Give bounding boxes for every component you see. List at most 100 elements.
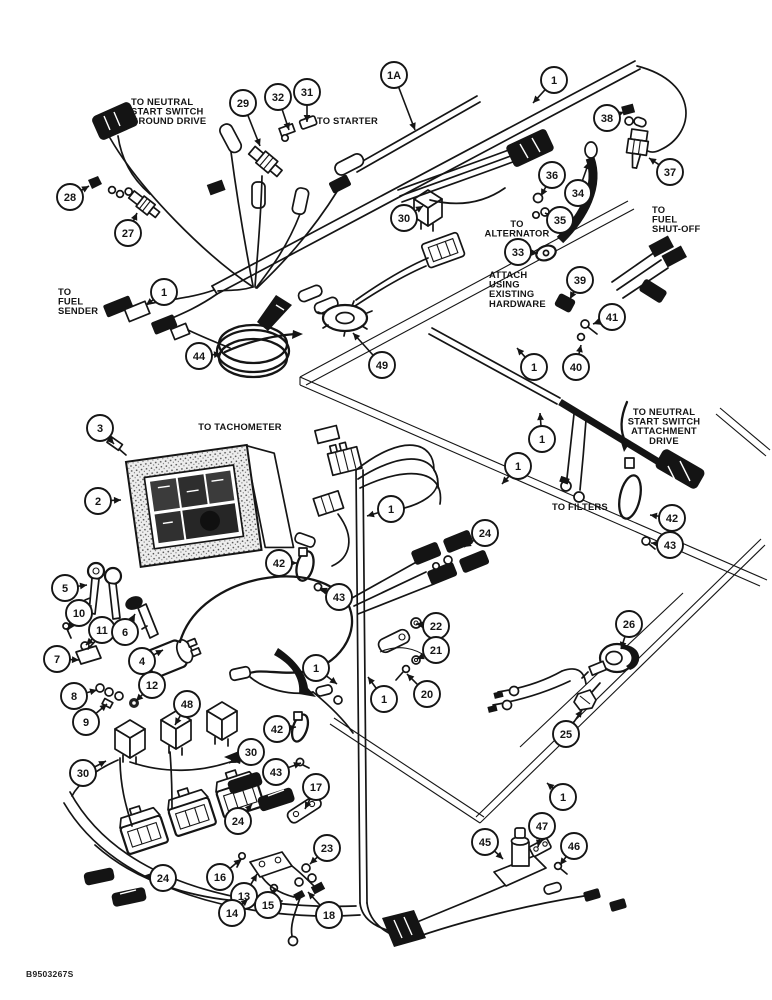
callout-38: 38 xyxy=(593,104,625,132)
callout-number: 2 xyxy=(95,496,101,508)
callout-24: 24 xyxy=(142,864,177,892)
callout-number: 28 xyxy=(64,192,76,204)
callout-number: 37 xyxy=(664,167,676,179)
callout-43: 43 xyxy=(650,531,684,559)
ground-drive-connector-group xyxy=(88,102,254,288)
callout-number: 42 xyxy=(666,513,678,525)
callout-number: 1 xyxy=(161,287,167,299)
fuel-sender-group xyxy=(103,295,231,349)
callout-number: 15 xyxy=(262,900,274,912)
callout-1: 1 xyxy=(528,412,556,453)
callout-number: 12 xyxy=(146,680,158,692)
callout-1: 1 xyxy=(501,452,532,485)
callout-20: 20 xyxy=(406,673,441,708)
callout-number: 49 xyxy=(376,360,388,372)
callout-number: 1 xyxy=(560,792,566,804)
callout-1: 1 xyxy=(302,654,338,685)
callout-43: 43 xyxy=(262,758,302,786)
callout-number: 1 xyxy=(531,362,537,374)
callout-47: 47 xyxy=(528,812,556,848)
callout-34: 34 xyxy=(564,161,592,207)
wire-coil-44 xyxy=(215,295,292,379)
callout-48: 48 xyxy=(173,690,201,726)
callout-number: 42 xyxy=(273,558,285,570)
callout-number: 5 xyxy=(62,583,68,595)
callout-number: 24 xyxy=(479,528,492,540)
callout-number: 48 xyxy=(181,699,193,711)
callout-number: 42 xyxy=(271,724,283,736)
callout-30: 30 xyxy=(69,759,107,787)
callout-3: 3 xyxy=(86,414,115,445)
callout-number: 11 xyxy=(96,625,108,637)
figure-code: B9503267S xyxy=(26,969,74,979)
callout-21: 21 xyxy=(416,636,450,664)
label-starter: TO STARTER xyxy=(317,115,378,126)
callout-number: 43 xyxy=(270,767,282,779)
alternator-group xyxy=(397,129,667,303)
callout-1: 1 xyxy=(532,66,568,104)
callout-number: 18 xyxy=(323,910,335,922)
callout-number: 6 xyxy=(122,627,128,639)
callout-number: 39 xyxy=(574,275,586,287)
callout-number: 30 xyxy=(77,768,89,780)
callout-number: 21 xyxy=(430,645,442,657)
callout-number: 7 xyxy=(54,654,60,666)
callout-number: 41 xyxy=(606,312,618,324)
callout-number: 1 xyxy=(551,75,557,87)
cable-tie-42-bottom xyxy=(290,711,310,769)
callout-1: 1 xyxy=(516,347,548,381)
callout-number: 30 xyxy=(245,747,257,759)
callout-25: 25 xyxy=(552,709,583,748)
callout-33: 33 xyxy=(504,238,539,266)
callout-43: 43 xyxy=(319,583,353,611)
panel-edge-bottom-chevron xyxy=(329,407,771,824)
callout-46: 46 xyxy=(559,832,588,866)
callout-16: 16 xyxy=(206,858,242,891)
callout-number: 43 xyxy=(664,540,676,552)
callout-22: 22 xyxy=(415,612,450,640)
callout-number: 34 xyxy=(572,188,585,200)
top-center-cluster xyxy=(206,115,339,315)
clamp-22-20-group xyxy=(377,617,429,681)
label-filters: TO FILTERS xyxy=(552,501,608,512)
callout-27: 27 xyxy=(114,212,142,247)
callout-number: 1A xyxy=(387,70,401,82)
callout-number: 25 xyxy=(560,729,572,741)
solenoid-45-group xyxy=(382,827,627,947)
callout-45: 45 xyxy=(471,828,504,860)
mid-connector-cluster xyxy=(351,530,490,615)
clamp-hardware-group xyxy=(554,293,598,342)
callout-number: 9 xyxy=(83,717,89,729)
callout-17: 17 xyxy=(302,773,330,810)
callout-40: 40 xyxy=(562,344,590,381)
callout-26: 26 xyxy=(615,610,643,650)
callout-31: 31 xyxy=(293,78,321,122)
callout-number: 32 xyxy=(272,92,284,104)
callout-number: 23 xyxy=(321,843,333,855)
attachment-drive-harness xyxy=(428,235,705,489)
callout-number: 1 xyxy=(515,461,521,473)
callout-number: 14 xyxy=(226,908,239,920)
callout-number: 17 xyxy=(310,782,322,794)
callout-1: 1 xyxy=(366,495,405,523)
callout-9: 9 xyxy=(72,703,108,736)
callout-42: 42 xyxy=(265,549,297,577)
temperature-sender-27 xyxy=(124,187,161,219)
callout-number: 20 xyxy=(421,689,433,701)
instrument-panel xyxy=(124,443,295,569)
panel-connector-cluster xyxy=(294,424,442,567)
callout-number: 1 xyxy=(539,434,545,446)
callout-32: 32 xyxy=(264,83,292,131)
callout-number: 27 xyxy=(122,228,134,240)
callout-23: 23 xyxy=(309,834,341,865)
callout-number: 26 xyxy=(623,619,635,631)
callout-42: 42 xyxy=(649,504,686,532)
callout-5: 5 xyxy=(51,574,88,602)
callout-37: 37 xyxy=(648,157,684,186)
callout-number: 43 xyxy=(333,592,345,604)
